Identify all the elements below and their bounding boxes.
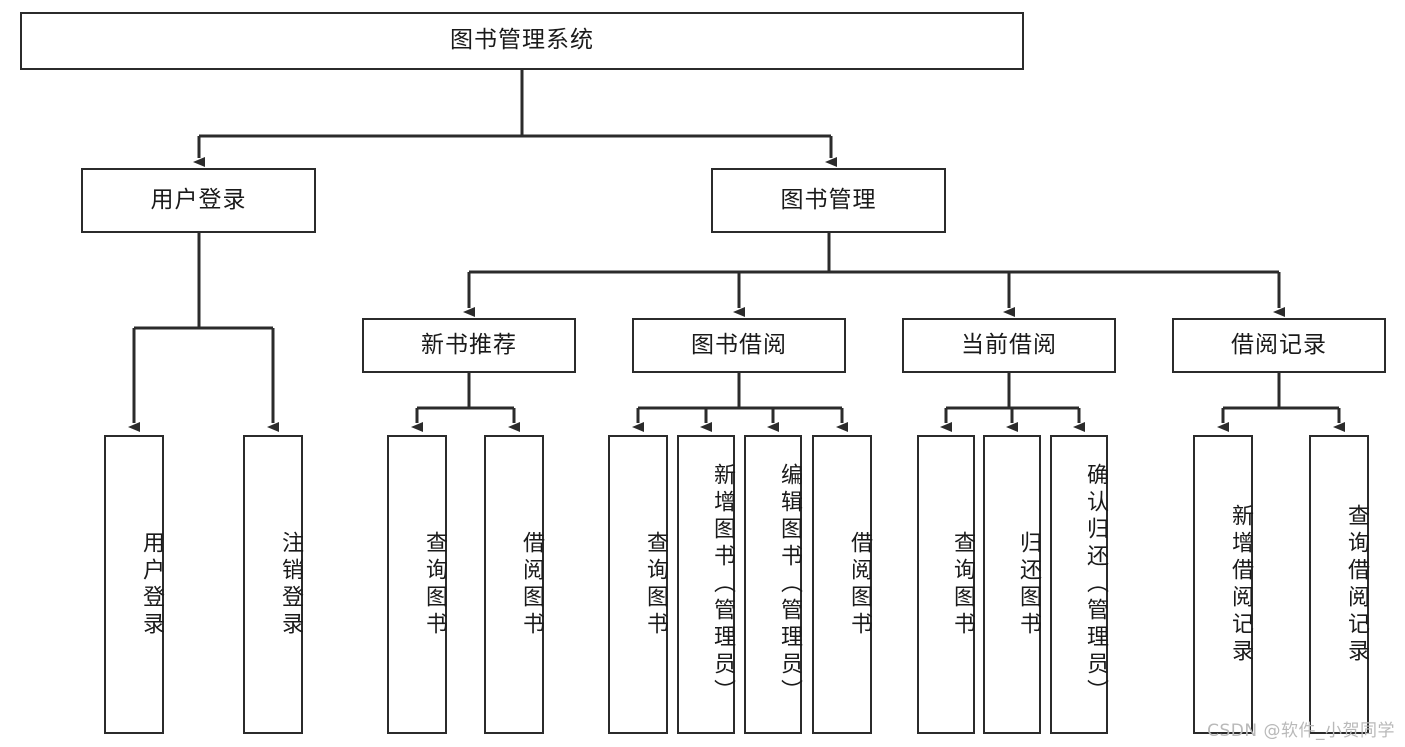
node-root-book-management-system[interactable]: 图书管理系统: [20, 12, 1024, 70]
node-label: 用户登录: [150, 186, 247, 213]
node-label: 当前借阅: [961, 331, 1057, 358]
leaf-borrow-book-borrow[interactable]: 借阅图书: [812, 435, 872, 734]
leaf-return-book[interactable]: 归还图书: [983, 435, 1041, 734]
node-label: 图书管理: [780, 186, 877, 213]
node-user-login[interactable]: 用户登录: [81, 168, 316, 233]
leaf-confirm-return-admin[interactable]: 确认归还（管理员）: [1050, 435, 1108, 734]
node-label: 查询图书: [643, 530, 668, 639]
node-label: 查询图书: [422, 530, 447, 639]
leaf-add-book-admin[interactable]: 新增图书（管理员）: [677, 435, 735, 734]
csdn-watermark: CSDN @软件_小贺同学: [1207, 721, 1395, 741]
node-label: 新增图书（管理员）: [710, 463, 735, 706]
leaf-edit-book-admin[interactable]: 编辑图书（管理员）: [744, 435, 802, 734]
leaf-query-borrow-record[interactable]: 查询借阅记录: [1309, 435, 1369, 734]
node-label: 图书管理系统: [450, 27, 594, 54]
leaf-query-book-borrow[interactable]: 查询图书: [608, 435, 668, 734]
node-new-book-recommend[interactable]: 新书推荐: [362, 318, 576, 373]
node-label: 归还图书: [1016, 530, 1041, 639]
leaf-query-book-current[interactable]: 查询图书: [917, 435, 975, 734]
node-label: 查询图书: [950, 530, 975, 639]
node-borrow-record[interactable]: 借阅记录: [1172, 318, 1386, 373]
node-book-borrow[interactable]: 图书借阅: [632, 318, 846, 373]
node-label: 注销登录: [278, 530, 303, 639]
node-label: 新书推荐: [421, 331, 517, 358]
node-label: 借阅图书: [847, 530, 872, 639]
node-label: 确认归还（管理员）: [1083, 463, 1108, 706]
node-label: 编辑图书（管理员）: [777, 463, 802, 706]
node-label: 新增借阅记录: [1228, 503, 1253, 666]
node-label: 图书借阅: [691, 331, 787, 358]
leaf-query-book-new-rec[interactable]: 查询图书: [387, 435, 447, 734]
node-label: 借阅图书: [519, 530, 544, 639]
leaf-borrow-book-new-rec[interactable]: 借阅图书: [484, 435, 544, 734]
node-label: 借阅记录: [1231, 331, 1327, 358]
node-current-borrow[interactable]: 当前借阅: [902, 318, 1116, 373]
node-label: 用户登录: [139, 530, 164, 639]
leaf-user-login[interactable]: 用户登录: [104, 435, 164, 734]
leaf-add-borrow-record[interactable]: 新增借阅记录: [1193, 435, 1253, 734]
node-label: 查询借阅记录: [1344, 503, 1369, 666]
leaf-logout-login[interactable]: 注销登录: [243, 435, 303, 734]
node-book-manage[interactable]: 图书管理: [711, 168, 946, 233]
